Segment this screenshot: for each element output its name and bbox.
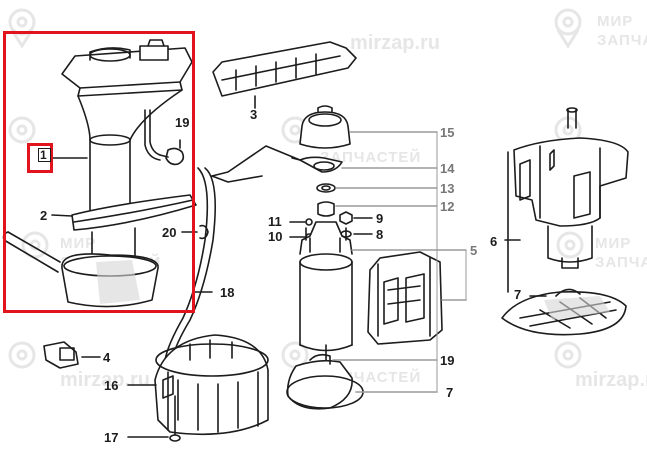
watermark-brand-line2: ЗАПЧАСТЕЙ: [597, 32, 647, 49]
pump-top-cap-15: [299, 105, 438, 149]
callout-18[interactable]: 18: [220, 285, 235, 300]
watermark-logo-icon: [556, 231, 584, 259]
callout-8[interactable]: 8: [376, 227, 384, 242]
watermark-brand-line2: ЗАПЧАСТЕЙ: [595, 254, 647, 271]
callout-2[interactable]: 2: [40, 208, 48, 223]
sleeve-12: [317, 201, 438, 217]
o-ring-13: [316, 183, 438, 193]
callout-9[interactable]: 9: [376, 211, 384, 226]
watermark-brand-line2: ЗАПЧАСТЕЙ: [320, 149, 422, 166]
watermark-brand-line1: МИР: [60, 235, 97, 252]
baffle-housing-16: [127, 334, 269, 442]
pump-assembly-6: [504, 107, 629, 293]
callout-4[interactable]: 4: [103, 350, 111, 365]
callout-7[interactable]: 7: [446, 385, 454, 400]
fuel-hose-18: [164, 145, 301, 361]
selection-highlight-frame: [3, 31, 195, 313]
callout-10[interactable]: 10: [268, 229, 283, 244]
nut-9: [339, 211, 373, 225]
callout-20[interactable]: 20: [162, 225, 177, 240]
callout-14[interactable]: 14: [440, 161, 455, 176]
strainer-shade: [544, 296, 610, 320]
watermark-brand-line1: МИР: [597, 13, 634, 30]
callout-highlight-box: [27, 143, 53, 173]
watermark-site: mirzap.ru: [575, 369, 647, 391]
callout-1[interactable]: 1: [40, 148, 47, 162]
callout-15[interactable]: 15: [440, 125, 455, 140]
callout-19[interactable]: 19: [440, 353, 455, 368]
pump-bracket: [367, 251, 467, 345]
screw-11: [289, 218, 313, 226]
callout-11[interactable]: 11: [268, 214, 282, 229]
watermark-logo-icon: [554, 8, 582, 49]
callout-12[interactable]: 12: [440, 199, 455, 214]
watermark-logo-icon: [554, 341, 582, 369]
clip-4: [43, 341, 101, 369]
callout-16[interactable]: 16: [104, 378, 119, 393]
callout-7[interactable]: 7: [514, 287, 522, 302]
watermark-logo-icon: [8, 8, 36, 49]
callout-number-box: [38, 148, 51, 162]
bowl-shade: [96, 260, 140, 304]
tank-cover-3: [212, 41, 357, 109]
callout-6[interactable]: 6: [490, 234, 498, 249]
watermark-logo-icon: [8, 116, 36, 144]
callout-19[interactable]: 19: [175, 115, 190, 130]
hose-clamp-19: [159, 139, 185, 166]
watermark-logo-icon: [8, 341, 36, 369]
callout-3[interactable]: 3: [250, 107, 258, 122]
watermark-brand-line1: МИР: [595, 235, 632, 252]
callout-13[interactable]: 13: [440, 181, 455, 196]
callout-17[interactable]: 17: [104, 430, 119, 445]
callout-5[interactable]: 5: [470, 243, 478, 258]
watermark-site: mirzap.ru: [350, 32, 441, 54]
electric-fuel-pump-5: [299, 221, 467, 363]
strainer-7: [286, 353, 438, 410]
connector-14: [291, 156, 438, 173]
